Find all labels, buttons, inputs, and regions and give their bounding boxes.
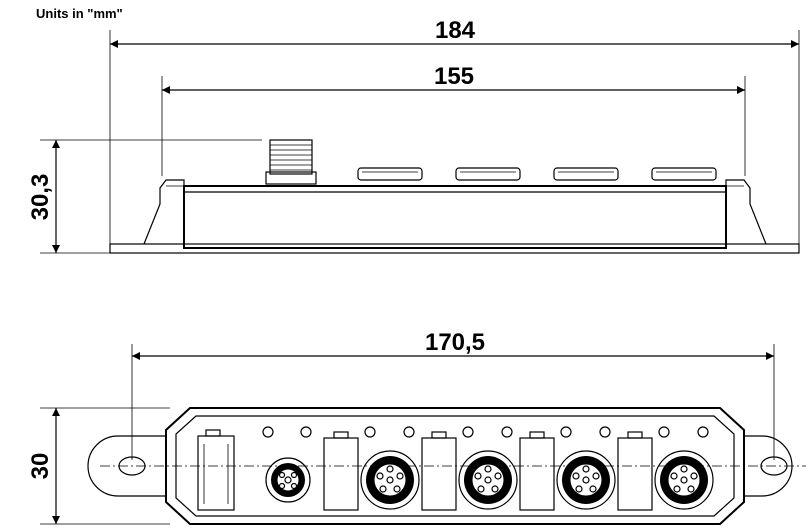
m12-socket [556,450,616,510]
port-cap [651,167,717,181]
port-cap [357,167,423,181]
dimension-label-bottom: 170,5 [425,329,485,356]
port-label-field [421,437,457,511]
led-indicator [697,426,709,438]
label-insert [197,435,235,511]
dimension-bottom-length: 170,5 [131,329,775,460]
mounting-flange [109,243,800,254]
m8-port [265,457,311,503]
led-indicator [599,426,611,438]
dimension-width: 30 [27,407,170,525]
m12-socket [654,450,714,510]
led-indicator [560,426,572,438]
right-bracket [725,179,767,245]
led-indicator [300,426,312,438]
led-indicator [364,426,376,438]
led-indicator [658,426,670,438]
port-cap [553,167,619,181]
left-mounting-ear [87,435,166,497]
dimension-height: 30,3 [27,139,262,254]
port-label-field [617,437,653,511]
units-label: Units in "mm" [36,6,123,21]
dimension-label-body: 155 [434,63,474,90]
side-view [109,139,800,254]
port-cap [455,167,521,181]
port-label-field [519,437,555,511]
m12-socket [360,450,420,510]
housing-outline [165,407,745,525]
dimension-label-width: 30 [27,453,54,480]
port-label-field [323,437,359,511]
m12-socket [458,450,518,510]
led-indicator [262,426,274,438]
led-indicator [403,426,415,438]
led-indicator [501,426,513,438]
left-bracket [143,179,185,245]
dimension-label-height: 30,3 [27,174,54,221]
dimension-overall-length: 184 [109,17,800,244]
housing-body [183,185,727,249]
bottom-view [87,407,806,525]
m12-connector [265,139,317,185]
led-indicator [462,426,474,438]
dimension-label-overall: 184 [435,17,476,44]
dimension-body-length: 155 [161,63,746,176]
